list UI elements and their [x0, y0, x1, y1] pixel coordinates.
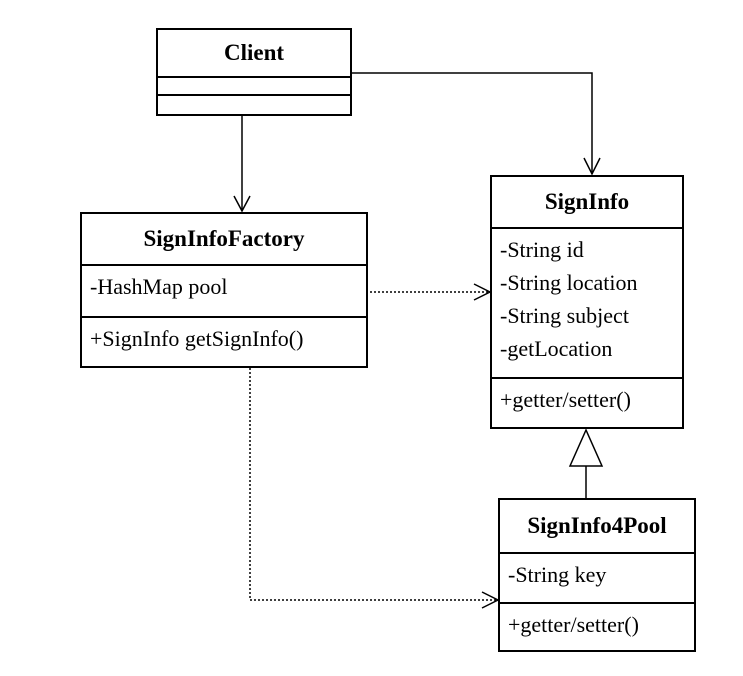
- class-name: SignInfo4Pool: [500, 500, 694, 554]
- association-client-signinfo: [350, 72, 593, 174]
- attribute: -String id: [500, 237, 584, 262]
- operations-compartment: +getter/setter(): [492, 379, 682, 420]
- arrowhead-client-signinfo: [583, 157, 601, 176]
- class-client: Client: [156, 28, 352, 116]
- operations-compartment: +SignInfo getSignInfo(): [82, 318, 366, 359]
- operation: +getter/setter(): [500, 387, 631, 412]
- generalization-triangle: [568, 428, 604, 467]
- attributes-compartment: -String key: [500, 554, 694, 604]
- operations-compartment: [158, 96, 350, 114]
- attributes-compartment: -HashMap pool: [82, 266, 366, 318]
- class-signinfo: SignInfo -String id -String location -St…: [490, 175, 684, 429]
- attribute: -HashMap pool: [90, 274, 228, 299]
- class-signinfo-factory: SignInfoFactory -HashMap pool +SignInfo …: [80, 212, 368, 368]
- attributes-compartment: [158, 78, 350, 96]
- class-name: SignInfoFactory: [82, 214, 366, 266]
- class-signinfo4pool: SignInfo4Pool -String key +getter/setter…: [498, 498, 696, 652]
- attributes-compartment: -String id -String location -String subj…: [492, 229, 682, 379]
- operations-compartment: +getter/setter(): [500, 604, 694, 645]
- attribute: -String subject: [500, 303, 629, 328]
- attribute: -getLocation: [500, 336, 613, 361]
- dependency-factory-pool: [249, 368, 498, 601]
- attribute: -String key: [508, 562, 607, 587]
- arrowhead-client-factory: [233, 195, 251, 213]
- class-name: Client: [158, 30, 350, 78]
- attribute: -String location: [500, 270, 638, 295]
- operation: +getter/setter(): [508, 612, 639, 637]
- class-name: SignInfo: [492, 177, 682, 229]
- operation: +SignInfo getSignInfo(): [90, 326, 304, 351]
